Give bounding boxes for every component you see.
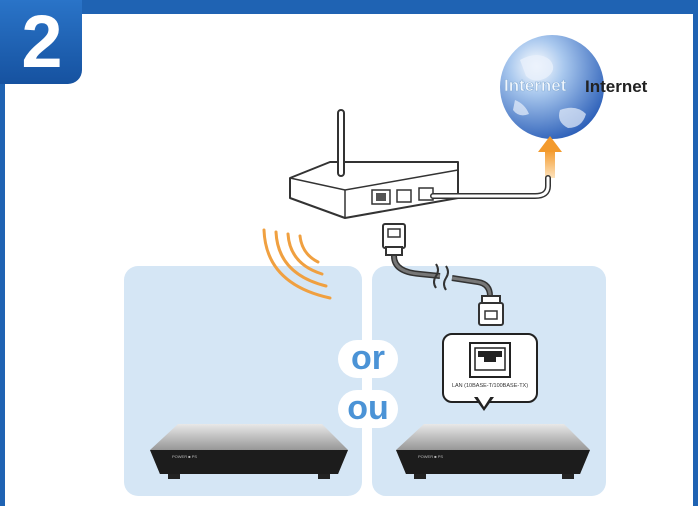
or-label: or bbox=[338, 340, 398, 378]
router-icon bbox=[289, 109, 459, 219]
lan-port-caption: LAN (10BASE-T/100BASE-TX) bbox=[451, 383, 529, 389]
ou-label: ou bbox=[338, 390, 398, 428]
globe-watermark-text: Internet bbox=[504, 76, 567, 96]
wireless-signal-icon bbox=[262, 228, 332, 300]
internet-label: Internet bbox=[585, 77, 648, 96]
device-front-label: POWER ■ PS bbox=[172, 454, 197, 459]
lan-port-icon bbox=[469, 342, 511, 378]
ethernet-plug-icon bbox=[478, 295, 504, 326]
ethernet-plug-icon bbox=[382, 223, 406, 256]
device-front-label: POWER ■ PS bbox=[418, 454, 443, 459]
globe-icon bbox=[500, 35, 604, 139]
upload-arrow-icon bbox=[538, 136, 562, 178]
lan-port-callout bbox=[442, 333, 538, 403]
media-device-left: POWER ■ PS bbox=[150, 424, 348, 479]
step-number-badge: 2 bbox=[0, 0, 82, 84]
media-device-right: POWER ■ PS bbox=[396, 424, 590, 479]
top-bar bbox=[0, 0, 698, 14]
